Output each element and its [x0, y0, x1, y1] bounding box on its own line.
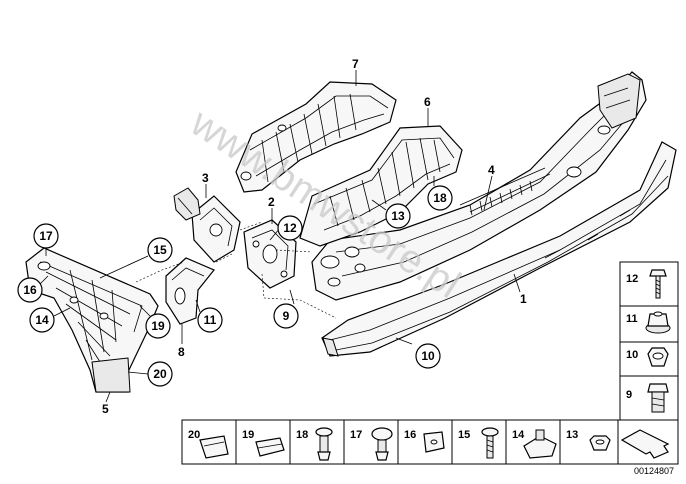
callout-18: 18 — [433, 191, 447, 205]
direction-arrow — [617, 419, 679, 465]
callouts-circled: 9 10 11 12 13 14 15 16 17 18 19 20 — [17, 176, 453, 387]
screw-icon — [649, 269, 667, 299]
callout-16: 16 — [23, 283, 37, 297]
callouts-plain: 1 2 3 4 5 6 7 8 — [102, 57, 527, 416]
callout-20: 20 — [153, 367, 167, 381]
hex-nut-small-icon — [589, 435, 611, 451]
callout-12: 12 — [283, 221, 297, 235]
clip-nut-icon — [199, 435, 229, 459]
callout-10: 10 — [421, 349, 435, 363]
legend-num-10: 10 — [626, 349, 638, 361]
flange-nut-icon — [645, 311, 671, 334]
callout-7: 7 — [352, 57, 359, 71]
callout-5: 5 — [102, 402, 109, 416]
speed-nut-icon — [423, 431, 445, 453]
spring-clip-icon — [255, 437, 285, 457]
legend-num-19: 19 — [242, 429, 254, 441]
legend-right: 12 11 10 9 — [619, 261, 679, 421]
hex-nut-icon — [647, 347, 669, 367]
callout-11: 11 — [204, 313, 217, 327]
diagram-reference-number: 00124807 — [634, 466, 674, 476]
expansion-rivet-icon — [315, 427, 333, 461]
callout-13: 13 — [391, 209, 405, 223]
callout-6: 6 — [424, 95, 431, 109]
legend-num-18: 18 — [296, 429, 308, 441]
hex-bolt-icon — [647, 383, 669, 413]
callout-15: 15 — [153, 243, 167, 257]
part-mount-3 — [173, 187, 241, 263]
legend-num-12: 12 — [626, 273, 638, 285]
callout-8: 8 — [178, 345, 185, 359]
legend-num-15: 15 — [458, 429, 470, 441]
part-side-bracket-5 — [25, 247, 159, 393]
legend-num-11: 11 — [626, 313, 638, 325]
callout-17: 17 — [39, 229, 53, 243]
push-clip-icon — [371, 427, 393, 461]
legend-num-16: 16 — [404, 429, 416, 441]
callout-9: 9 — [283, 309, 290, 323]
callout-2: 2 — [268, 195, 275, 209]
part-reinforcement-beam — [311, 71, 647, 301]
legend-num-20: 20 — [188, 429, 200, 441]
assembly-lines — [135, 221, 337, 319]
self-tapping-screw-icon — [481, 427, 499, 459]
part-small-bracket-8 — [165, 257, 215, 325]
callout-14: 14 — [35, 313, 49, 327]
callout-1: 1 — [520, 292, 527, 306]
arrow-icon — [620, 429, 670, 459]
callout-19: 19 — [151, 319, 165, 333]
legend-num-13: 13 — [566, 429, 578, 441]
callout-3: 3 — [202, 171, 209, 185]
bracket-clip-icon — [523, 429, 557, 459]
legend-num-14: 14 — [512, 429, 525, 441]
part-side-bracket-6 — [299, 125, 463, 247]
legend-bottom: 20 19 18 17 16 15 — [181, 419, 619, 465]
legend-num-9: 9 — [626, 389, 632, 401]
part-side-bracket-7 — [235, 81, 397, 193]
callout-4: 4 — [488, 163, 495, 177]
legend-num-17: 17 — [350, 429, 362, 441]
part-bumper-carrier — [321, 141, 677, 357]
